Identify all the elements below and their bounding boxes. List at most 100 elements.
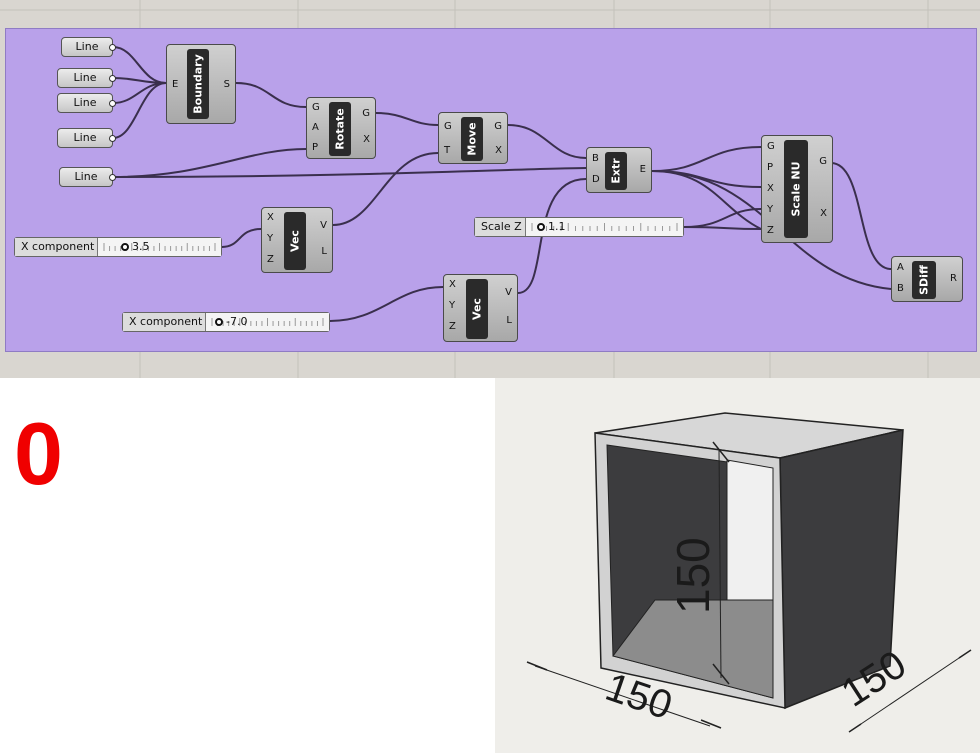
wire-extr-scale-p [651, 170, 762, 188]
dimension-tick [958, 649, 972, 659]
step-number: 0 [14, 404, 63, 503]
input-b[interactable]: B [897, 283, 904, 294]
slider-knob[interactable] [537, 223, 545, 231]
input-g[interactable]: G [444, 121, 452, 132]
slider-label: X component [123, 313, 206, 331]
slider-knob[interactable] [215, 318, 223, 326]
output-e[interactable]: E [639, 164, 646, 175]
component-group[interactable]: Line Line Line Line Line E S Boundary G … [5, 28, 977, 352]
output-r[interactable]: R [950, 273, 957, 284]
input-z[interactable]: Z [267, 254, 274, 265]
input-t[interactable]: T [444, 145, 451, 156]
grasshopper-canvas[interactable]: Line Line Line Line Line E S Boundary G … [0, 0, 980, 378]
output-x[interactable]: X [495, 145, 502, 156]
slider-value: -7.0 [226, 315, 248, 328]
input-z[interactable]: Z [767, 225, 774, 236]
component-name-bar: SDiff [912, 261, 936, 299]
input-p[interactable]: P [767, 162, 774, 173]
input-e[interactable]: E [172, 79, 179, 90]
input-x[interactable]: X [767, 183, 774, 194]
output-grip[interactable] [109, 75, 116, 82]
boundary-component[interactable]: E S Boundary [166, 44, 236, 124]
solid-difference-component[interactable]: A B R SDiff [891, 256, 963, 302]
output-l[interactable]: L [321, 246, 327, 257]
wire-move-extr [507, 124, 587, 159]
line-param-4[interactable]: Line [57, 128, 116, 148]
slider-label: X component [15, 238, 98, 256]
output-l[interactable]: L [506, 315, 512, 326]
number-slider-x-component-1[interactable]: X component 3.5 [14, 237, 222, 257]
input-g[interactable]: G [767, 141, 775, 152]
slider-label: Scale Z [475, 218, 526, 236]
slider-ticks [531, 223, 678, 231]
output-v[interactable]: V [320, 220, 327, 231]
wire-line4-boundary [112, 82, 167, 139]
wire-line5-extr [112, 167, 587, 178]
component-name: Scale NU [789, 161, 803, 217]
number-slider-scale-z[interactable]: Scale Z 1.1 [474, 217, 684, 237]
line-param-1[interactable]: Line [61, 37, 116, 57]
component-name: Boundary [191, 54, 205, 114]
component-name-bar: Boundary [187, 49, 209, 119]
dimension-height-label: 150 [667, 537, 719, 614]
input-z[interactable]: Z [449, 321, 456, 332]
extrude-component[interactable]: B D E Extr [586, 147, 652, 193]
output-g[interactable]: G [362, 108, 370, 119]
input-b[interactable]: B [592, 153, 599, 164]
input-y[interactable]: Y [267, 233, 274, 244]
slider-track[interactable] [98, 238, 221, 256]
output-v[interactable]: V [505, 287, 512, 298]
output-x[interactable]: X [363, 134, 370, 145]
wire-rotate-move [375, 112, 439, 126]
output-g[interactable]: G [819, 156, 827, 167]
component-name-bar: Move [461, 117, 483, 161]
slider-value: 1.1 [548, 220, 566, 233]
input-y[interactable]: Y [767, 204, 774, 215]
box-back-slot [726, 459, 774, 601]
line-param-3[interactable]: Line [57, 93, 116, 113]
output-grip[interactable] [109, 135, 116, 142]
vector-component-2[interactable]: X Y Z V L Vec [443, 274, 518, 342]
output-g[interactable]: G [494, 121, 502, 132]
output-s[interactable]: S [223, 79, 230, 90]
input-a[interactable]: A [312, 122, 319, 133]
line-param-label: Line [73, 71, 97, 84]
output-grip[interactable] [109, 174, 116, 181]
output-grip[interactable] [109, 100, 116, 107]
wire-slider-scale-z [683, 226, 762, 230]
input-p[interactable]: P [312, 142, 319, 153]
component-name: Extr [609, 158, 623, 184]
wire-line2-boundary [112, 77, 167, 84]
wire-line5-rotate [112, 148, 307, 178]
number-slider-x-component-2[interactable]: X component -7.0 [122, 312, 330, 332]
component-name-bar: Scale NU [784, 140, 808, 238]
input-x[interactable]: X [267, 212, 274, 223]
line-param-2[interactable]: Line [57, 68, 116, 88]
slider-track[interactable] [526, 218, 683, 236]
box-drawing-panel: 150 150 150 [495, 378, 980, 753]
move-component[interactable]: G T G X Move [438, 112, 508, 164]
input-a[interactable]: A [897, 262, 904, 273]
slider-knob[interactable] [121, 243, 129, 251]
component-name-bar: Extr [605, 152, 627, 190]
vector-component-1[interactable]: X Y Z V L Vec [261, 207, 333, 273]
line-param-5[interactable]: Line [59, 167, 116, 187]
dimension-tick [700, 719, 722, 729]
component-name-bar: Rotate [329, 102, 351, 156]
component-name: Vec [288, 230, 302, 252]
dimension-tick [526, 661, 548, 671]
slider-track[interactable] [206, 313, 329, 331]
rotate-component[interactable]: G A P G X Rotate [306, 97, 376, 159]
component-name: Vec [470, 298, 484, 320]
output-grip[interactable] [109, 44, 116, 51]
dimension-tick [712, 663, 730, 685]
scale-nu-component[interactable]: G P X Y Z G X Scale NU [761, 135, 833, 243]
input-x[interactable]: X [449, 279, 456, 290]
wire-boundary-rotate [235, 82, 307, 108]
input-d[interactable]: D [592, 174, 600, 185]
input-g[interactable]: G [312, 102, 320, 113]
dimension-line-width [534, 665, 711, 727]
input-y[interactable]: Y [449, 300, 456, 311]
wire-slider2-vec2 [329, 286, 444, 322]
output-x[interactable]: X [820, 208, 827, 219]
